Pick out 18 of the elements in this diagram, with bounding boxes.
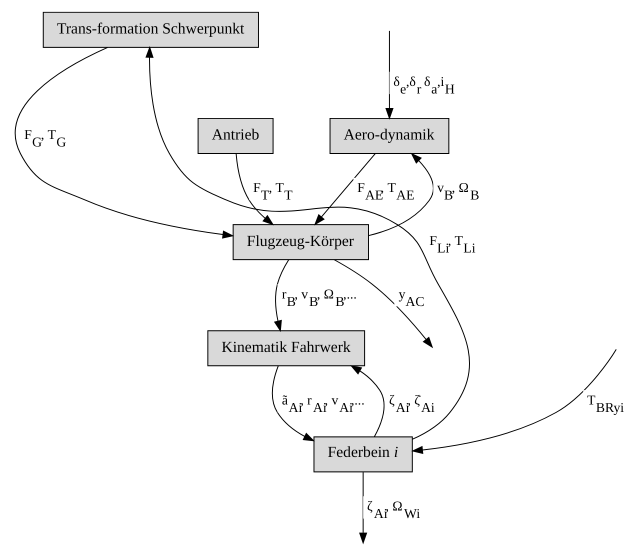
node-box: Flugzeug-Körper bbox=[232, 224, 369, 260]
arrow bbox=[274, 259, 290, 332]
arrow bbox=[350, 365, 385, 438]
arrow bbox=[411, 348, 617, 454]
node-box: Federbein i bbox=[313, 436, 413, 472]
arrow bbox=[334, 259, 434, 348]
arrow bbox=[272, 365, 315, 442]
arrow bbox=[14, 47, 234, 239]
arrow bbox=[145, 46, 470, 440]
arrow bbox=[368, 152, 434, 236]
arrow bbox=[385, 30, 394, 120]
node-box: Aero-dynamik bbox=[330, 118, 450, 154]
arrow bbox=[236, 153, 274, 226]
node-box: Kinematik Fahrwerk bbox=[207, 330, 366, 366]
node-box: Antrieb bbox=[198, 118, 274, 154]
arrow bbox=[314, 153, 376, 226]
node-box: Trans-formation Schwerpunkt bbox=[42, 12, 259, 48]
arrow bbox=[359, 472, 368, 544]
